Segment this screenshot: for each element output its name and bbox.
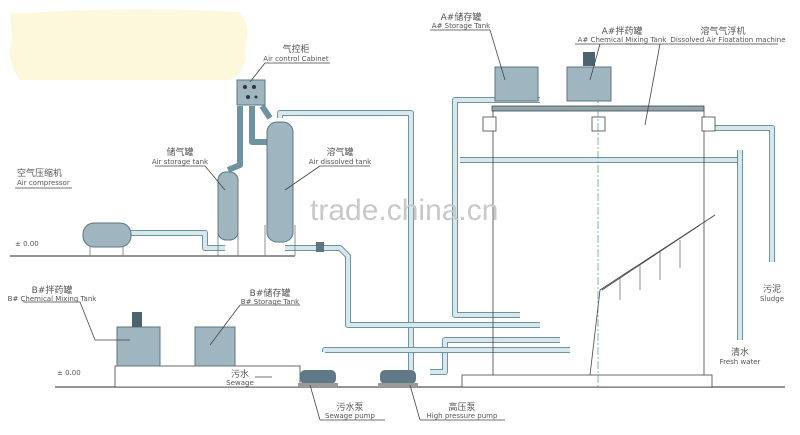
fresh-water-cn: 清水 xyxy=(731,346,749,358)
b-storage-tank-cn: B#储存罐 xyxy=(250,287,291,299)
air-storage-tank-cn: 储气罐 xyxy=(166,146,193,158)
b-mixing-tank-en: B# Chemical Mixing Tank xyxy=(8,295,98,303)
air-control-cabinet xyxy=(236,79,266,106)
daf-machine-en: Dissolved Air Floatation machine xyxy=(670,36,785,44)
sludge-cn: 污泥 xyxy=(763,283,781,295)
pipework xyxy=(130,97,775,381)
a-mixing-tank xyxy=(566,52,612,102)
high-pressure-pump-en: High pressure pump xyxy=(427,412,498,420)
fresh-water-en: Fresh water xyxy=(720,358,761,366)
daf-machine-cn: 溶气气浮机 xyxy=(700,25,745,37)
sewage-en: Sewage xyxy=(226,379,254,387)
b-storage-tank-en: B# Storage Tank xyxy=(241,298,300,306)
sewage-pump-cn: 污水泵 xyxy=(336,401,363,413)
daf-machine xyxy=(461,95,716,388)
a-storage-tank-en: A# Storage Tank xyxy=(432,22,491,30)
b-mixing-tank xyxy=(116,312,161,367)
high-pressure-pump xyxy=(378,370,418,387)
air-compressor-en: Air compressor xyxy=(17,179,70,187)
air-storage-tank-en: Air storage tank xyxy=(152,158,209,166)
air-dissolved-tank xyxy=(264,121,324,256)
air-control-cabinet-cn: 气控柜 xyxy=(282,43,309,55)
sewage-pump xyxy=(298,370,338,387)
sludge-en: Sludge xyxy=(760,295,784,303)
sewage-pump-en: Sewage pump xyxy=(325,412,375,420)
a-mixing-tank-cn: A#拌药罐 xyxy=(602,25,643,37)
sewage-cn: 污水 xyxy=(231,368,249,380)
air-dissolved-tank-en: Air dissolved tank xyxy=(309,158,372,166)
a-mixing-tank-en: A# Chemical Mixing Tank xyxy=(578,36,668,44)
a-storage-tank xyxy=(494,66,539,102)
upper-level-mark: ± 0.00 xyxy=(15,240,39,248)
highlight-blob xyxy=(9,9,248,80)
b-platform xyxy=(114,365,301,388)
high-pressure-pump-cn: 高压泵 xyxy=(448,401,475,413)
lower-level-mark: ± 0.00 xyxy=(57,369,81,377)
watermark: trade.china.cn xyxy=(310,194,498,227)
leader-lines xyxy=(15,29,778,421)
b-storage-tank xyxy=(194,326,236,367)
air-storage-tank xyxy=(217,171,239,256)
a-storage-tank-cn: A#储存罐 xyxy=(441,11,482,23)
b-mixing-tank-cn: B#拌药罐 xyxy=(32,284,73,296)
air-dissolved-tank-cn: 溶气罐 xyxy=(326,146,353,158)
air-control-cabinet-en: Air control Cabinet xyxy=(263,55,329,63)
air-compressor xyxy=(82,222,132,256)
air-compressor-cn: 空气压缩机 xyxy=(17,167,62,179)
